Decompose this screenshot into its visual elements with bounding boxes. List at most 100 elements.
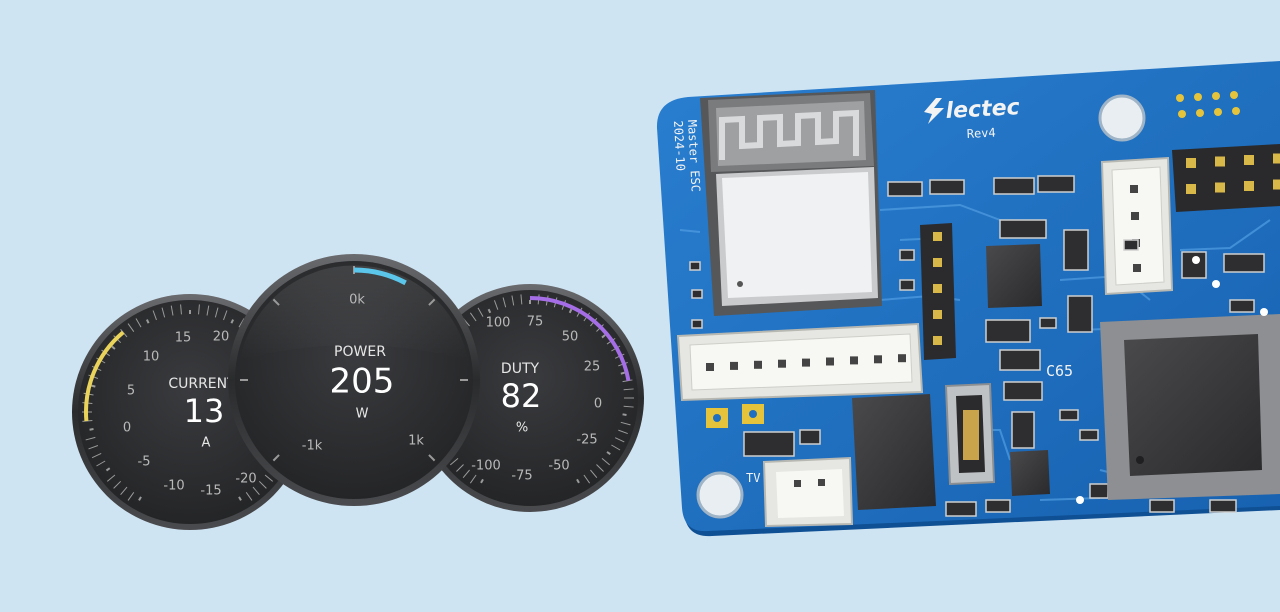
header-pin <box>1215 182 1225 193</box>
led-dot <box>1260 308 1268 316</box>
smd-part <box>1079 429 1099 441</box>
duty-gauge-arc <box>529 296 631 381</box>
current-tick-label: -5 <box>138 455 151 470</box>
gauge-tick <box>450 458 459 466</box>
current-gauge-arc <box>84 330 125 422</box>
gauge-tick <box>214 307 219 318</box>
current-gauge-unit: A <box>202 436 211 451</box>
current-gauge-value: 13 <box>184 392 225 430</box>
gauge-tick <box>145 319 150 324</box>
driver-chip <box>852 394 936 510</box>
gauge-tick <box>180 304 182 315</box>
power-gauge-unit: W <box>356 407 369 422</box>
mosfet <box>986 244 1050 496</box>
jst-connector <box>676 322 924 402</box>
power-gauge-ticks <box>240 266 468 462</box>
pad <box>1196 109 1204 117</box>
smd-part <box>985 319 1031 343</box>
smd-part <box>799 429 821 445</box>
gauge-tick <box>252 486 260 496</box>
header-pin <box>1244 181 1254 191</box>
brand-logo-text: lectec <box>945 95 1020 124</box>
gauge-tick <box>428 298 436 306</box>
board-date-label: 2024-10 <box>671 120 688 171</box>
smd-part <box>1067 295 1093 333</box>
duty-tick-label: -100 <box>471 459 501 474</box>
header-pin <box>933 258 942 267</box>
current-tick-label: -15 <box>200 484 221 499</box>
gauge-tick <box>622 413 627 417</box>
gauge-tick <box>272 454 280 462</box>
gauge-tick <box>127 491 135 501</box>
connector-pin <box>802 358 810 367</box>
smd-part <box>999 349 1041 371</box>
gauge-tick <box>170 305 174 316</box>
connector-pin <box>754 360 762 369</box>
led-dot <box>1212 280 1220 288</box>
connector-pin <box>898 354 906 363</box>
smd-part <box>999 219 1047 239</box>
header-pin <box>1273 179 1280 190</box>
gauge-tick <box>88 445 99 450</box>
gauge-tick <box>601 334 606 339</box>
smd-part <box>743 431 795 457</box>
power-tick-label: -1k <box>302 439 323 454</box>
led-dot <box>1192 256 1200 264</box>
gauge-tick <box>520 294 523 305</box>
gauge-tick <box>620 421 631 426</box>
smd-part <box>899 279 915 291</box>
current-tick-label: -10 <box>163 479 184 494</box>
duty-tick-label: 0 <box>594 397 602 412</box>
gauge-tick <box>96 460 106 467</box>
jst-connector-pins <box>706 354 906 371</box>
power-gauge-tick-labels: -1k 0k 1k <box>302 293 425 454</box>
duty-tick-label: -75 <box>511 469 532 484</box>
mounting-hole <box>1098 94 1146 142</box>
smd-part <box>1089 483 1109 499</box>
pad <box>1178 110 1186 118</box>
smd-part <box>1123 239 1139 251</box>
small-connector <box>762 456 854 528</box>
gauge-tick <box>113 480 122 489</box>
connector-pin <box>826 357 834 366</box>
gauge-tick <box>230 319 235 324</box>
gauge-tick <box>614 437 625 443</box>
gauge-tick <box>487 308 492 314</box>
wifi-module <box>700 90 882 316</box>
gauge-tick <box>223 310 228 321</box>
led-indicators <box>1076 256 1268 504</box>
gauge-tick <box>91 452 102 459</box>
gauge-tick <box>138 496 142 501</box>
smd-part <box>1037 175 1075 193</box>
duty-gauge-value: 82 <box>501 377 542 415</box>
gauge-tick <box>623 405 634 408</box>
power-tick-label: 1k <box>408 434 424 449</box>
gauge-tick <box>258 480 267 489</box>
gauge-tick <box>91 384 96 388</box>
duty-tick-label: -50 <box>548 459 569 474</box>
smd-part <box>691 289 703 299</box>
gauge-tick <box>618 429 628 435</box>
pad <box>1214 108 1222 116</box>
duty-tick-label: 25 <box>584 360 601 375</box>
smd-part <box>1011 411 1035 449</box>
gauge-tick <box>85 436 96 441</box>
current-tick-label: 5 <box>127 384 135 399</box>
duty-gauge-unit: % <box>516 421 528 436</box>
gauge-tick <box>206 305 210 316</box>
gauge-tick <box>120 328 128 338</box>
header-pin <box>1244 155 1254 165</box>
gauge-tick <box>590 469 598 478</box>
duty-tick-label: 50 <box>562 330 579 345</box>
smd-part <box>1059 409 1079 421</box>
gauge-tick <box>238 318 245 328</box>
smd-part <box>1223 253 1265 273</box>
power-gauge: -1k 0k 1k POWER 205 W <box>228 254 480 506</box>
connector-pin <box>706 363 714 371</box>
smd-part <box>1181 251 1207 279</box>
gauge-tick <box>511 295 515 306</box>
board-name-label: Master ESC <box>685 119 703 192</box>
gauge-tick <box>127 323 135 333</box>
smd-components <box>689 175 1265 517</box>
